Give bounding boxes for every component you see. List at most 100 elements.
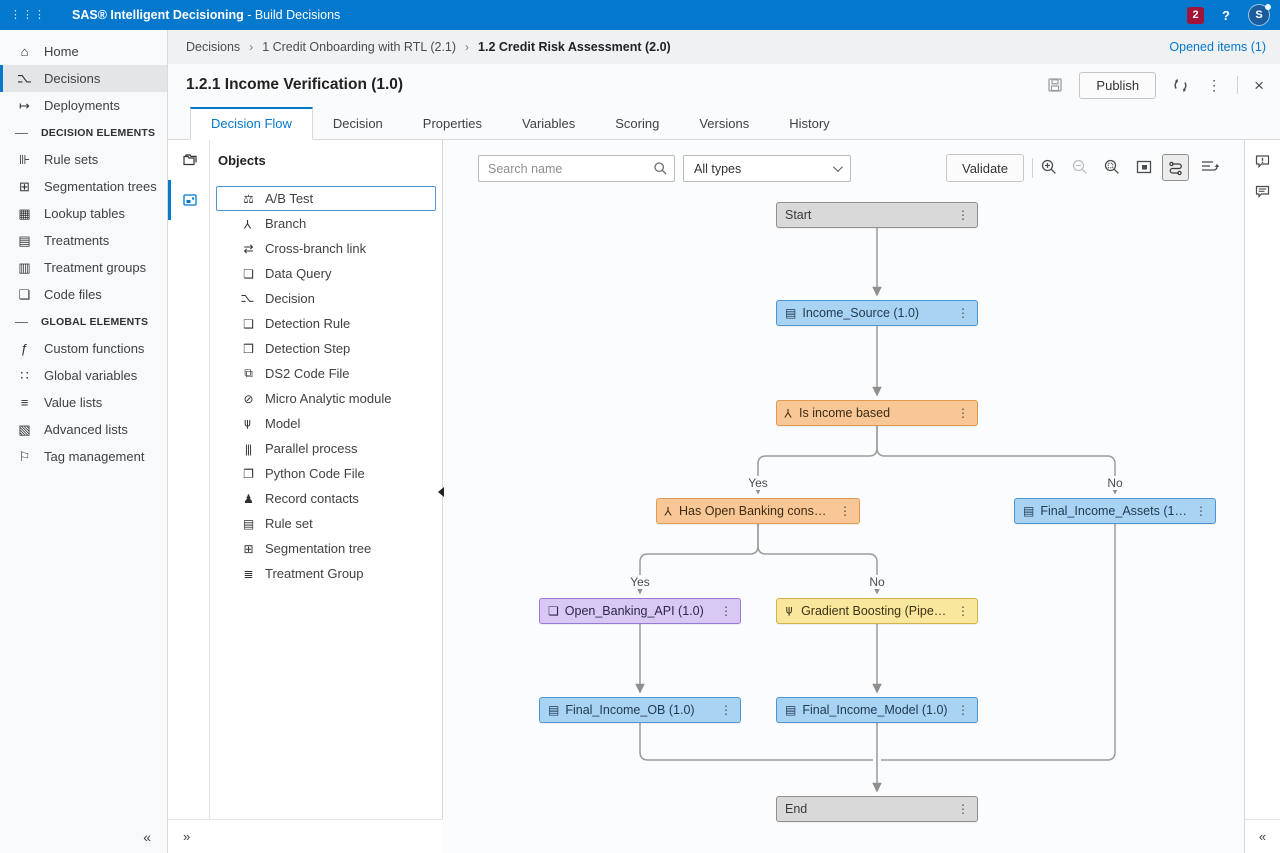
node-final-income-model[interactable]: ▤Final_Income_Model (1.0)⋮ xyxy=(776,697,978,723)
sidebar-item-decisions[interactable]: ⌥Decisions xyxy=(0,65,167,92)
node-kebab-icon[interactable]: ⋮ xyxy=(957,802,969,816)
validate-button[interactable]: Validate xyxy=(946,154,1025,182)
cross-branch-links-icon[interactable] xyxy=(1200,159,1220,175)
deployments-icon: ↦ xyxy=(19,97,30,113)
show-flow-links-toggle[interactable] xyxy=(1162,154,1189,181)
sidebar-item-value-lists[interactable]: ≡Value lists xyxy=(0,389,167,416)
node-kebab-icon[interactable]: ⋮ xyxy=(1195,504,1207,518)
object-item-treatment-group[interactable]: ≣Treatment Group xyxy=(216,561,436,586)
sidebar-item-home[interactable]: ⌂Home xyxy=(0,38,167,65)
publish-button[interactable]: Publish xyxy=(1079,71,1157,99)
node-final-income-assets[interactable]: ▤Final_Income_Assets (1.0)⋮ xyxy=(1014,498,1216,524)
sidebar-item-rule-sets[interactable]: ⊪Rule sets xyxy=(0,146,167,173)
node-kebab-icon[interactable]: ⋮ xyxy=(957,208,969,222)
comments-icon[interactable] xyxy=(1245,183,1280,200)
search-input[interactable] xyxy=(478,155,675,182)
object-item-model[interactable]: ⋔Model xyxy=(216,411,436,436)
tab-history[interactable]: History xyxy=(789,116,830,131)
objects-panel-collapse-arrow-icon[interactable] xyxy=(438,487,444,497)
object-item-rule-set[interactable]: ▤Rule set xyxy=(216,511,436,536)
object-item-decision[interactable]: ⌥Decision xyxy=(216,286,436,311)
sidebar-item-global-variables[interactable]: ∷Global variables xyxy=(0,362,167,389)
object-item-detection-rule[interactable]: ❑Detection Rule xyxy=(216,311,436,336)
zoom-to-selection-icon[interactable] xyxy=(1103,158,1121,176)
avatar[interactable]: S xyxy=(1248,4,1271,26)
sidebar-item-code-files[interactable]: ❏Code files xyxy=(0,281,167,308)
gutter-variables-tool[interactable] xyxy=(168,140,209,180)
tab-properties[interactable]: Properties xyxy=(422,116,483,131)
tab-scoring[interactable]: Scoring xyxy=(615,116,660,131)
node-gradient-boosting[interactable]: ⋔Gradient Boosting (Pipelin...⋮ xyxy=(776,598,978,624)
object-item-detection-step[interactable]: ❒Detection Step xyxy=(216,336,436,361)
sidebar-item-global-elements: —GLOBAL ELEMENTS xyxy=(15,314,149,329)
node-kebab-icon[interactable]: ⋮ xyxy=(957,703,969,717)
breadcrumb-item[interactable]: Decisions xyxy=(186,40,241,54)
object-item-data-query[interactable]: ❏ Data Query xyxy=(216,261,436,286)
sidebar-item-deployments[interactable]: ↦Deployments xyxy=(0,92,167,119)
more-options-icon[interactable]: ⋮ xyxy=(1207,76,1222,93)
sidebar-item-lookup-tables[interactable]: ▦Lookup tables xyxy=(0,200,167,227)
node-end[interactable]: End⋮ xyxy=(776,796,978,822)
type-filter-dropdown[interactable]: All types xyxy=(683,155,851,182)
sidebar-item-segmentation-trees[interactable]: ⊞Segmentation trees xyxy=(0,173,167,200)
node-kebab-icon[interactable]: ⋮ xyxy=(957,604,969,618)
zoom-in-icon[interactable] xyxy=(1040,158,1058,176)
object-item-label: Data Query xyxy=(265,266,332,281)
node-start[interactable]: Start⋮ xyxy=(776,202,978,228)
sidebar-item-label: Advanced lists xyxy=(44,422,128,437)
node-income-source[interactable]: ▤Income_Source (1.0)⋮ xyxy=(776,300,978,326)
app-switcher-icon[interactable]: ⋮⋮⋮ xyxy=(10,9,46,21)
notifications-badge[interactable]: 2 xyxy=(1187,6,1205,24)
node-kebab-icon[interactable]: ⋮ xyxy=(720,604,732,618)
flow-connectors xyxy=(635,228,1120,793)
sidebar-item-treatments[interactable]: ▤Treatments xyxy=(0,227,167,254)
flow-canvas[interactable]: All types Validate xyxy=(443,140,1244,853)
document-header: 1.2.1 Income Verification (1.0) Publish … xyxy=(168,64,1280,106)
sidebar-item-tag-management[interactable]: ⚐Tag management xyxy=(0,443,167,470)
right-panel-collapse-icon[interactable]: « xyxy=(1258,829,1267,844)
opened-items-link[interactable]: Opened items (1) xyxy=(1169,40,1266,54)
object-item-python-code-file[interactable]: ❐Python Code File xyxy=(216,461,436,486)
refresh-icon[interactable] xyxy=(1170,75,1191,96)
tab-variables[interactable]: Variables xyxy=(522,116,576,131)
node-open-banking-api[interactable]: ❏Open_Banking_API (1.0)⋮ xyxy=(539,598,741,624)
object-item-segmentation-tree[interactable]: ⊞Segmentation tree xyxy=(216,536,436,561)
node-kebab-icon[interactable]: ⋮ xyxy=(839,504,851,518)
data-query-icon: ❏ xyxy=(243,266,254,281)
node-kebab-icon[interactable]: ⋮ xyxy=(720,703,732,717)
save-icon[interactable] xyxy=(1045,75,1065,95)
tab-decision-flow[interactable]: Decision Flow xyxy=(190,107,313,140)
right-utility-strip: « xyxy=(1244,140,1280,853)
object-item-ds2-code-file[interactable]: ⧉DS2 Code File xyxy=(216,361,436,386)
node-label: Is income based xyxy=(799,406,891,420)
breadcrumb-item[interactable]: 1 Credit Onboarding with RTL (2.1) xyxy=(262,40,457,54)
sidebar-collapse-icon[interactable]: « xyxy=(143,829,151,845)
global-variables-icon: ∷ xyxy=(20,367,29,383)
fit-to-screen-icon[interactable] xyxy=(1135,158,1153,176)
node-kebab-icon[interactable]: ⋮ xyxy=(957,406,969,420)
object-item-label: Segmentation tree xyxy=(265,541,372,556)
tab-versions[interactable]: Versions xyxy=(699,116,750,131)
cross-branch-link-icon: ⇄ xyxy=(243,241,253,256)
object-item-ab-test[interactable]: ⚖A/B Test xyxy=(216,186,436,211)
help-icon[interactable]: ? xyxy=(1222,7,1230,23)
panel-expand-icon[interactable]: » xyxy=(183,829,191,844)
sidebar-item-advanced-lists[interactable]: ▧Advanced lists xyxy=(0,416,167,443)
validation-messages-icon[interactable] xyxy=(1245,153,1280,170)
node-kebab-icon[interactable]: ⋮ xyxy=(957,306,969,320)
breadcrumb-item-current: 1.2 Credit Risk Assessment (2.0) xyxy=(478,40,671,54)
sidebar-item-treatment-groups[interactable]: ▥Treatment groups xyxy=(0,254,167,281)
close-icon[interactable]: × xyxy=(1254,75,1264,95)
object-item-micro-analytic-module[interactable]: ⊘Micro Analytic module xyxy=(216,386,436,411)
object-item-record-contacts[interactable]: ♟Record contacts xyxy=(216,486,436,511)
node-final-income-ob[interactable]: ▤Final_Income_OB (1.0)⋮ xyxy=(539,697,741,723)
gutter-objects-tool[interactable] xyxy=(168,180,209,220)
object-item-parallel-process[interactable]: |||Parallel process xyxy=(216,436,436,461)
object-item-cross-branch-link[interactable]: ⇄Cross-branch link xyxy=(216,236,436,261)
edge-label-no: No xyxy=(866,575,888,589)
tab-decision[interactable]: Decision xyxy=(332,116,383,131)
